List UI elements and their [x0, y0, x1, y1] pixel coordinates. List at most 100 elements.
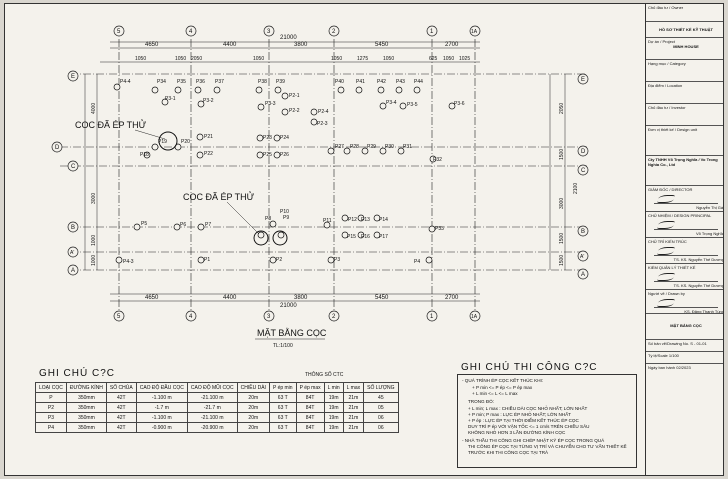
note-line: + P min <= P ép <= P ép max: [472, 385, 533, 390]
pile: P10: [269, 209, 289, 228]
table-header: P ép min: [268, 382, 297, 393]
svg-text:P32: P32: [433, 157, 442, 163]
pile: P2-2: [281, 108, 300, 116]
svg-text:P44: P44: [414, 79, 423, 85]
svg-text:P9: P9: [283, 215, 289, 221]
pile: P18: [140, 151, 151, 159]
note-line: THI CÔNG ÉP CỌC TẠI TỪNG VỊ TRÍ VÀ CHUYỂ…: [468, 444, 627, 449]
svg-text:P3-6: P3-6: [454, 101, 465, 107]
pile: P38: [255, 79, 267, 94]
pile: P9: [277, 215, 289, 239]
signature: [654, 271, 718, 282]
svg-text:P3: P3: [334, 257, 340, 263]
svg-text:P25: P25: [263, 152, 272, 158]
pile: P21: [196, 133, 213, 141]
note-line: - QUÁ TRÌNH ÉP CỌC KẾT THÚC KHI:: [462, 378, 544, 383]
svg-text:A': A': [70, 250, 74, 256]
dim-inner-2: 1050: [175, 56, 186, 62]
grid-bubble-B-left: B: [67, 221, 79, 233]
dim-bottom-2: 4400: [223, 295, 237, 301]
dim-inner-1: 1050: [135, 56, 146, 62]
svg-text:P3-2: P3-2: [203, 98, 214, 104]
pile: P44: [413, 79, 423, 94]
svg-text:P2-1: P2-1: [289, 93, 300, 99]
pile-plan-drawing: 21000 4650 4400 3800 5450 2700 1050 1050…: [51, 25, 589, 349]
table-header: L max: [342, 382, 365, 393]
table-header: CAO ĐỘ ĐẦU CỌC: [135, 382, 188, 393]
note-line: + L min <= L <= L max: [472, 391, 518, 396]
pile: P3-4: [379, 100, 397, 110]
test-pile-highlight: [253, 230, 269, 246]
grid-bubble-D-right: D: [577, 145, 589, 157]
pile: P3-3: [257, 101, 276, 111]
svg-text:B: B: [71, 225, 75, 231]
dim-right-6: 1500: [559, 255, 565, 266]
svg-text:P16: P16: [361, 234, 370, 240]
test-pile-callout-2: COC ĐÃ ÉP THỬ: [183, 191, 255, 202]
svg-text:P12: P12: [348, 217, 357, 223]
svg-text:P18: P18: [140, 152, 149, 158]
dim-top-5: 2700: [445, 42, 459, 48]
pile: P26: [273, 151, 289, 159]
construction-notes-box: - QUÁ TRÌNH ÉP CỌC KẾT THÚC KHI: + P min…: [457, 374, 637, 468]
svg-text:P27: P27: [335, 144, 344, 150]
svg-text:3: 3: [267, 314, 271, 320]
signature: [654, 297, 718, 308]
svg-text:P4: P4: [414, 259, 420, 265]
pile: P7: [197, 222, 211, 231]
grid-bubble-A2-right: A': [577, 250, 589, 262]
sheet-number: Số bản vẽ/Drawing No. S - 01-01: [646, 340, 723, 352]
svg-text:P17: P17: [379, 234, 388, 240]
svg-text:P13: P13: [361, 217, 370, 223]
svg-text:P3-1: P3-1: [165, 96, 176, 102]
grid-bubble-A-left: A: [67, 264, 79, 276]
grid-bubble-E-left: E: [67, 70, 79, 82]
dim-left-2: 3000: [91, 193, 97, 204]
grid-bubble-C-left: C: [67, 160, 79, 172]
pile: P3-6: [448, 101, 465, 110]
title-block-design-unit: Đơn vị thiết kế / Design unit: [646, 126, 723, 156]
svg-text:P41: P41: [356, 79, 365, 85]
dim-inner-8: 625: [429, 56, 438, 62]
pile: P6: [173, 222, 186, 231]
dim-inner-7: 1050: [383, 56, 394, 62]
note-line: TRƯỚC KHI THI CÔNG CỌC TẠI TRÀ: [468, 450, 549, 455]
svg-text:P34: P34: [157, 79, 166, 85]
svg-text:P2-4: P2-4: [318, 109, 329, 115]
dim-inner-6: 1275: [357, 56, 368, 62]
svg-text:P24: P24: [280, 135, 289, 141]
issue-date: Ngày ban hành 02/2023: [648, 365, 691, 370]
dim-inner-5: 1050: [331, 56, 342, 62]
svg-text:2: 2: [332, 29, 336, 35]
grid-bubble-A-right: A: [577, 268, 589, 280]
svg-text:P35: P35: [177, 79, 186, 85]
svg-text:4: 4: [189, 29, 193, 35]
table-header: P ép max: [295, 382, 325, 393]
svg-text:P10: P10: [280, 209, 289, 215]
svg-text:P20: P20: [181, 139, 190, 145]
svg-text:P3-3: P3-3: [265, 101, 276, 107]
svg-text:P23: P23: [263, 135, 272, 141]
dim-bottom-3: 3800: [294, 295, 308, 301]
title-block: Chủ đầu tư / Owner HỒ SƠ THIẾT KẾ KỸ THU…: [645, 4, 724, 475]
title-block-investor: Chủ đầu tư / Investor: [646, 104, 723, 126]
svg-text:P11: P11: [323, 218, 332, 224]
pile: P2-3: [310, 118, 328, 127]
pile: P24: [273, 134, 289, 142]
pile: P23: [256, 134, 272, 142]
pile: P41: [355, 79, 365, 94]
pile: P19: [151, 139, 167, 151]
svg-text:P43: P43: [396, 79, 405, 85]
table-header: ĐƯỜNG KÍNH: [65, 382, 107, 393]
note-line: - NHÀ THẦU THI CÔNG GHI CHÉP NHẬT KÝ ÉP …: [462, 438, 605, 443]
grid-bubble-1A-top: 1A: [469, 25, 481, 37]
grid-bubble-D-left: D: [51, 141, 63, 153]
plan-title: MẶT BẰNG CỌC: [257, 328, 327, 338]
svg-text:2: 2: [332, 314, 336, 320]
svg-text:1: 1: [430, 314, 434, 320]
dim-right-3: 2100: [573, 183, 579, 194]
